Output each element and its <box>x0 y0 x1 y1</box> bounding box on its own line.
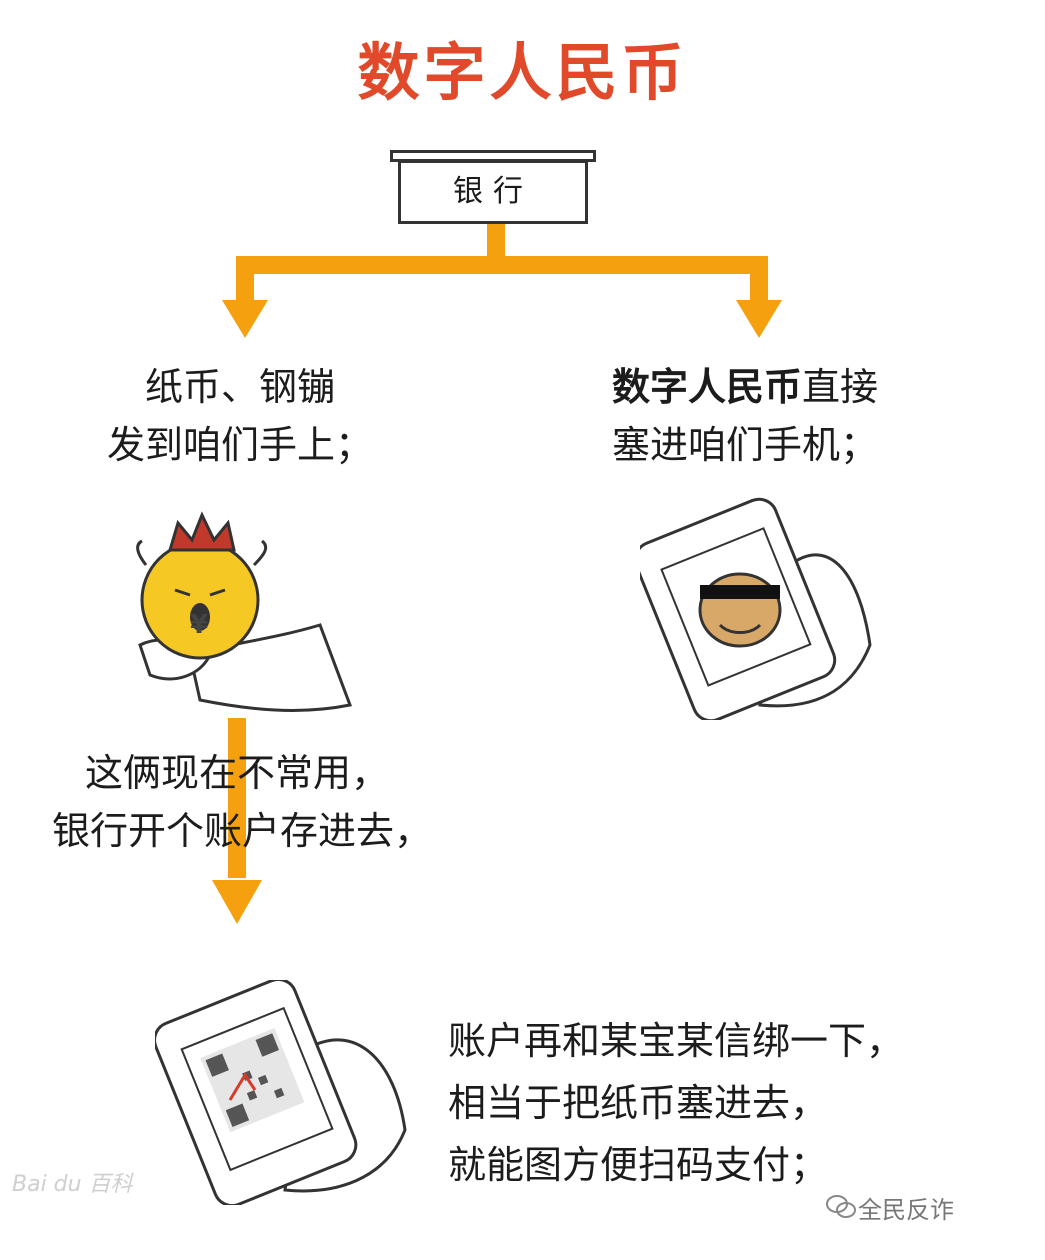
right-line-1: 数字人民币直接 <box>612 358 878 416</box>
right-bold-term: 数字人民币 <box>612 365 803 409</box>
bottom-line-3: 就能图方便扫码支付； <box>448 1143 829 1187</box>
wechat-icon <box>826 1195 856 1218</box>
right-arrow-head <box>736 300 782 338</box>
bottom-line-2: 相当于把纸币塞进去， <box>448 1081 829 1125</box>
middle-text: 这俩现在不常用， 银行开个账户存进去， <box>52 744 433 860</box>
bottom-line-1: 账户再和某宝某信绑一下， <box>448 1019 905 1063</box>
left-arrow-head <box>222 300 268 338</box>
middle-arrow-stem <box>228 718 246 878</box>
bottom-text: 账户再和某宝某信绑一下， 相当于把纸币塞进去， 就能图方便扫码支付； <box>448 1010 904 1196</box>
right-branch-text: 数字人民币直接 塞进咱们手机； <box>612 358 878 474</box>
left-branch-text: 纸币、钢镚 发到咱们手上； <box>90 358 390 474</box>
right-line-1-rest: 直接 <box>802 365 879 409</box>
left-line-1: 纸币、钢镚 <box>144 365 335 409</box>
right-arrow-stem <box>750 256 768 306</box>
baidu-watermark: Bai du 百科 <box>12 1172 133 1197</box>
middle-line-1: 这俩现在不常用， <box>84 751 389 795</box>
coin-symbol: ¥ <box>190 610 209 640</box>
account-watermark: 全民反诈 <box>858 1196 954 1224</box>
coin-character-icon <box>136 511 353 712</box>
left-line-2: 发到咱们手上； <box>106 423 373 467</box>
phone-qr-icon <box>155 980 407 1205</box>
middle-arrow-head <box>212 880 262 924</box>
middle-line-2: 银行开个账户存进去， <box>52 809 433 853</box>
phone-face-icon <box>640 497 872 720</box>
branch-bar <box>236 256 768 274</box>
right-line-2: 塞进咱们手机； <box>612 423 879 467</box>
bank-box: 银行 <box>398 160 588 224</box>
left-arrow-stem <box>236 256 254 306</box>
page-title: 数字人民币 <box>357 36 688 109</box>
